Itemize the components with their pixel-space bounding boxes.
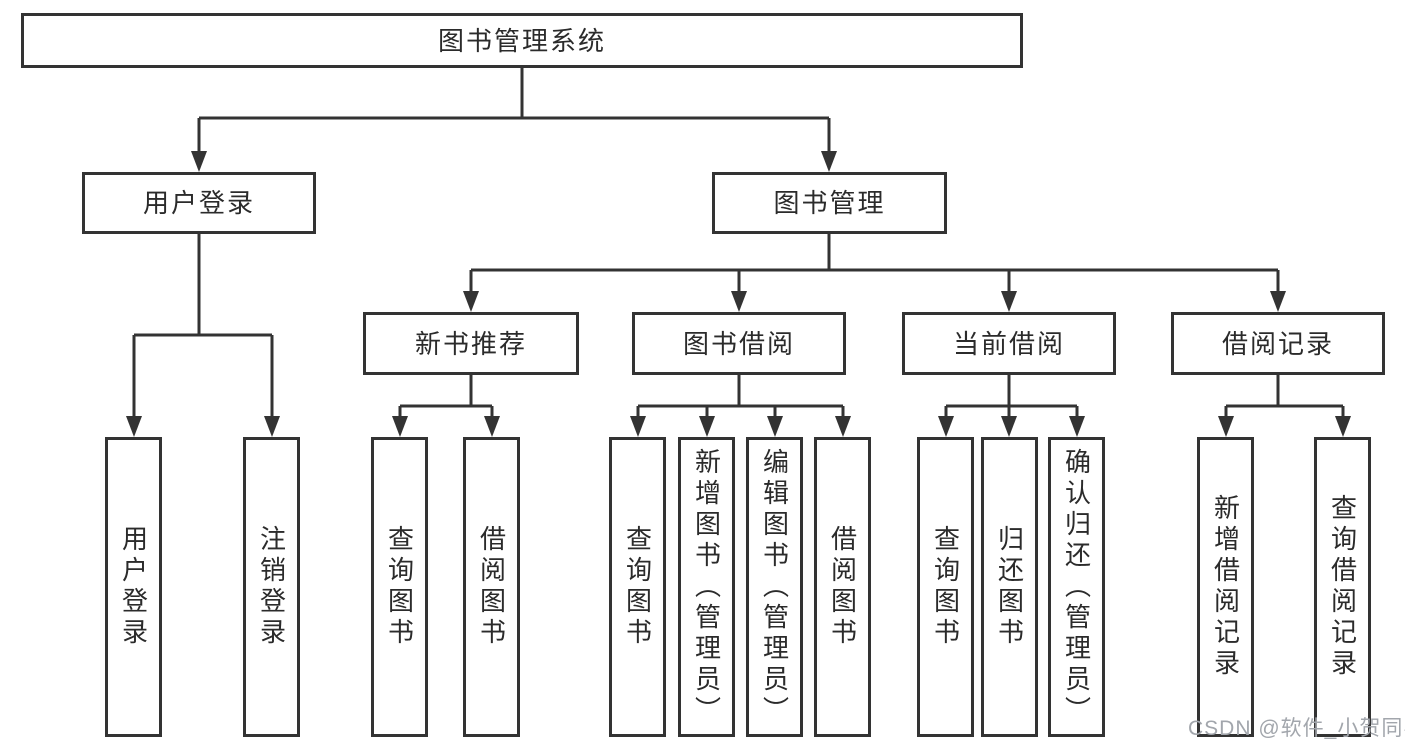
leaf-user-login: 用户登录 (105, 437, 162, 737)
node-borrow-record-label: 借阅记录 (1221, 328, 1334, 359)
connector-book-borrow-to-leaves (636, 375, 845, 419)
connector-borrow-record-to-leaves (1224, 375, 1345, 419)
arrowheads-user-login (126, 416, 280, 437)
connector-current-borrow-to-leaves (944, 375, 1079, 419)
leaf-borrow-books-recommend: 借阅图书 (463, 437, 520, 737)
node-new-book-recommend-label: 新书推荐 (414, 328, 527, 359)
leaf-user-login-label: 用户登录 (118, 525, 149, 649)
leaf-return-books-label: 归还图书 (994, 525, 1025, 649)
node-book-borrow: 图书借阅 (632, 312, 846, 375)
leaf-query-books-recommend-label: 查询图书 (384, 525, 415, 649)
node-current-borrow-label: 当前借阅 (952, 328, 1065, 359)
connector-root-to-level2 (197, 68, 831, 154)
leaf-edit-books-admin: 编辑图书（管理员） (746, 437, 803, 737)
leaf-query-books-borrow: 查询图书 (609, 437, 666, 737)
leaf-confirm-return-admin: 确认归还（管理员） (1048, 437, 1105, 737)
leaf-query-books-current: 查询图书 (917, 437, 974, 737)
leaf-add-books-admin: 新增图书（管理员） (678, 437, 735, 737)
node-current-borrow: 当前借阅 (902, 312, 1116, 375)
leaf-add-borrow-record: 新增借阅记录 (1197, 437, 1254, 737)
connector-user-login-to-leaves (132, 234, 274, 419)
node-book-borrow-label: 图书借阅 (682, 328, 795, 359)
leaf-query-books-borrow-label: 查询图书 (622, 525, 653, 649)
csdn-watermark: CSDN @软件_小贺同学 (1188, 717, 1405, 740)
node-library-system-label: 图书管理系统 (437, 25, 606, 56)
leaf-borrow-books: 借阅图书 (814, 437, 871, 737)
leaf-confirm-return-admin-label: 确认归还（管理员） (1061, 447, 1092, 727)
leaf-return-books: 归还图书 (981, 437, 1038, 737)
node-user-login: 用户登录 (82, 172, 316, 234)
leaf-query-borrow-record: 查询借阅记录 (1314, 437, 1371, 737)
leaf-borrow-books-label: 借阅图书 (827, 525, 858, 649)
node-borrow-record: 借阅记录 (1171, 312, 1385, 375)
leaf-borrow-books-recommend-label: 借阅图书 (476, 525, 507, 649)
node-book-management-label: 图书管理 (773, 188, 886, 218)
leaf-query-books-current-label: 查询图书 (930, 525, 961, 649)
node-new-book-recommend: 新书推荐 (363, 312, 579, 375)
connector-new-book-to-leaves (398, 375, 494, 419)
leaf-edit-books-admin-label: 编辑图书（管理员） (759, 447, 790, 727)
node-book-management: 图书管理 (712, 172, 947, 234)
leaf-query-books-recommend: 查询图书 (371, 437, 428, 737)
leaf-logout-label: 注销登录 (256, 525, 287, 649)
arrowheads-level3 (463, 291, 1286, 312)
arrowheads-level2 (191, 151, 837, 172)
leaf-add-borrow-record-label: 新增借阅记录 (1210, 494, 1241, 680)
leaf-add-books-admin-label: 新增图书（管理员） (691, 447, 722, 727)
leaf-query-borrow-record-label: 查询借阅记录 (1327, 494, 1358, 680)
leaf-logout: 注销登录 (243, 437, 300, 737)
node-library-system: 图书管理系统 (21, 13, 1023, 68)
arrowheads-leaves (392, 416, 1351, 437)
connector-book-mgmt-to-level3 (469, 234, 1280, 294)
node-user-login-label: 用户登录 (142, 188, 255, 218)
